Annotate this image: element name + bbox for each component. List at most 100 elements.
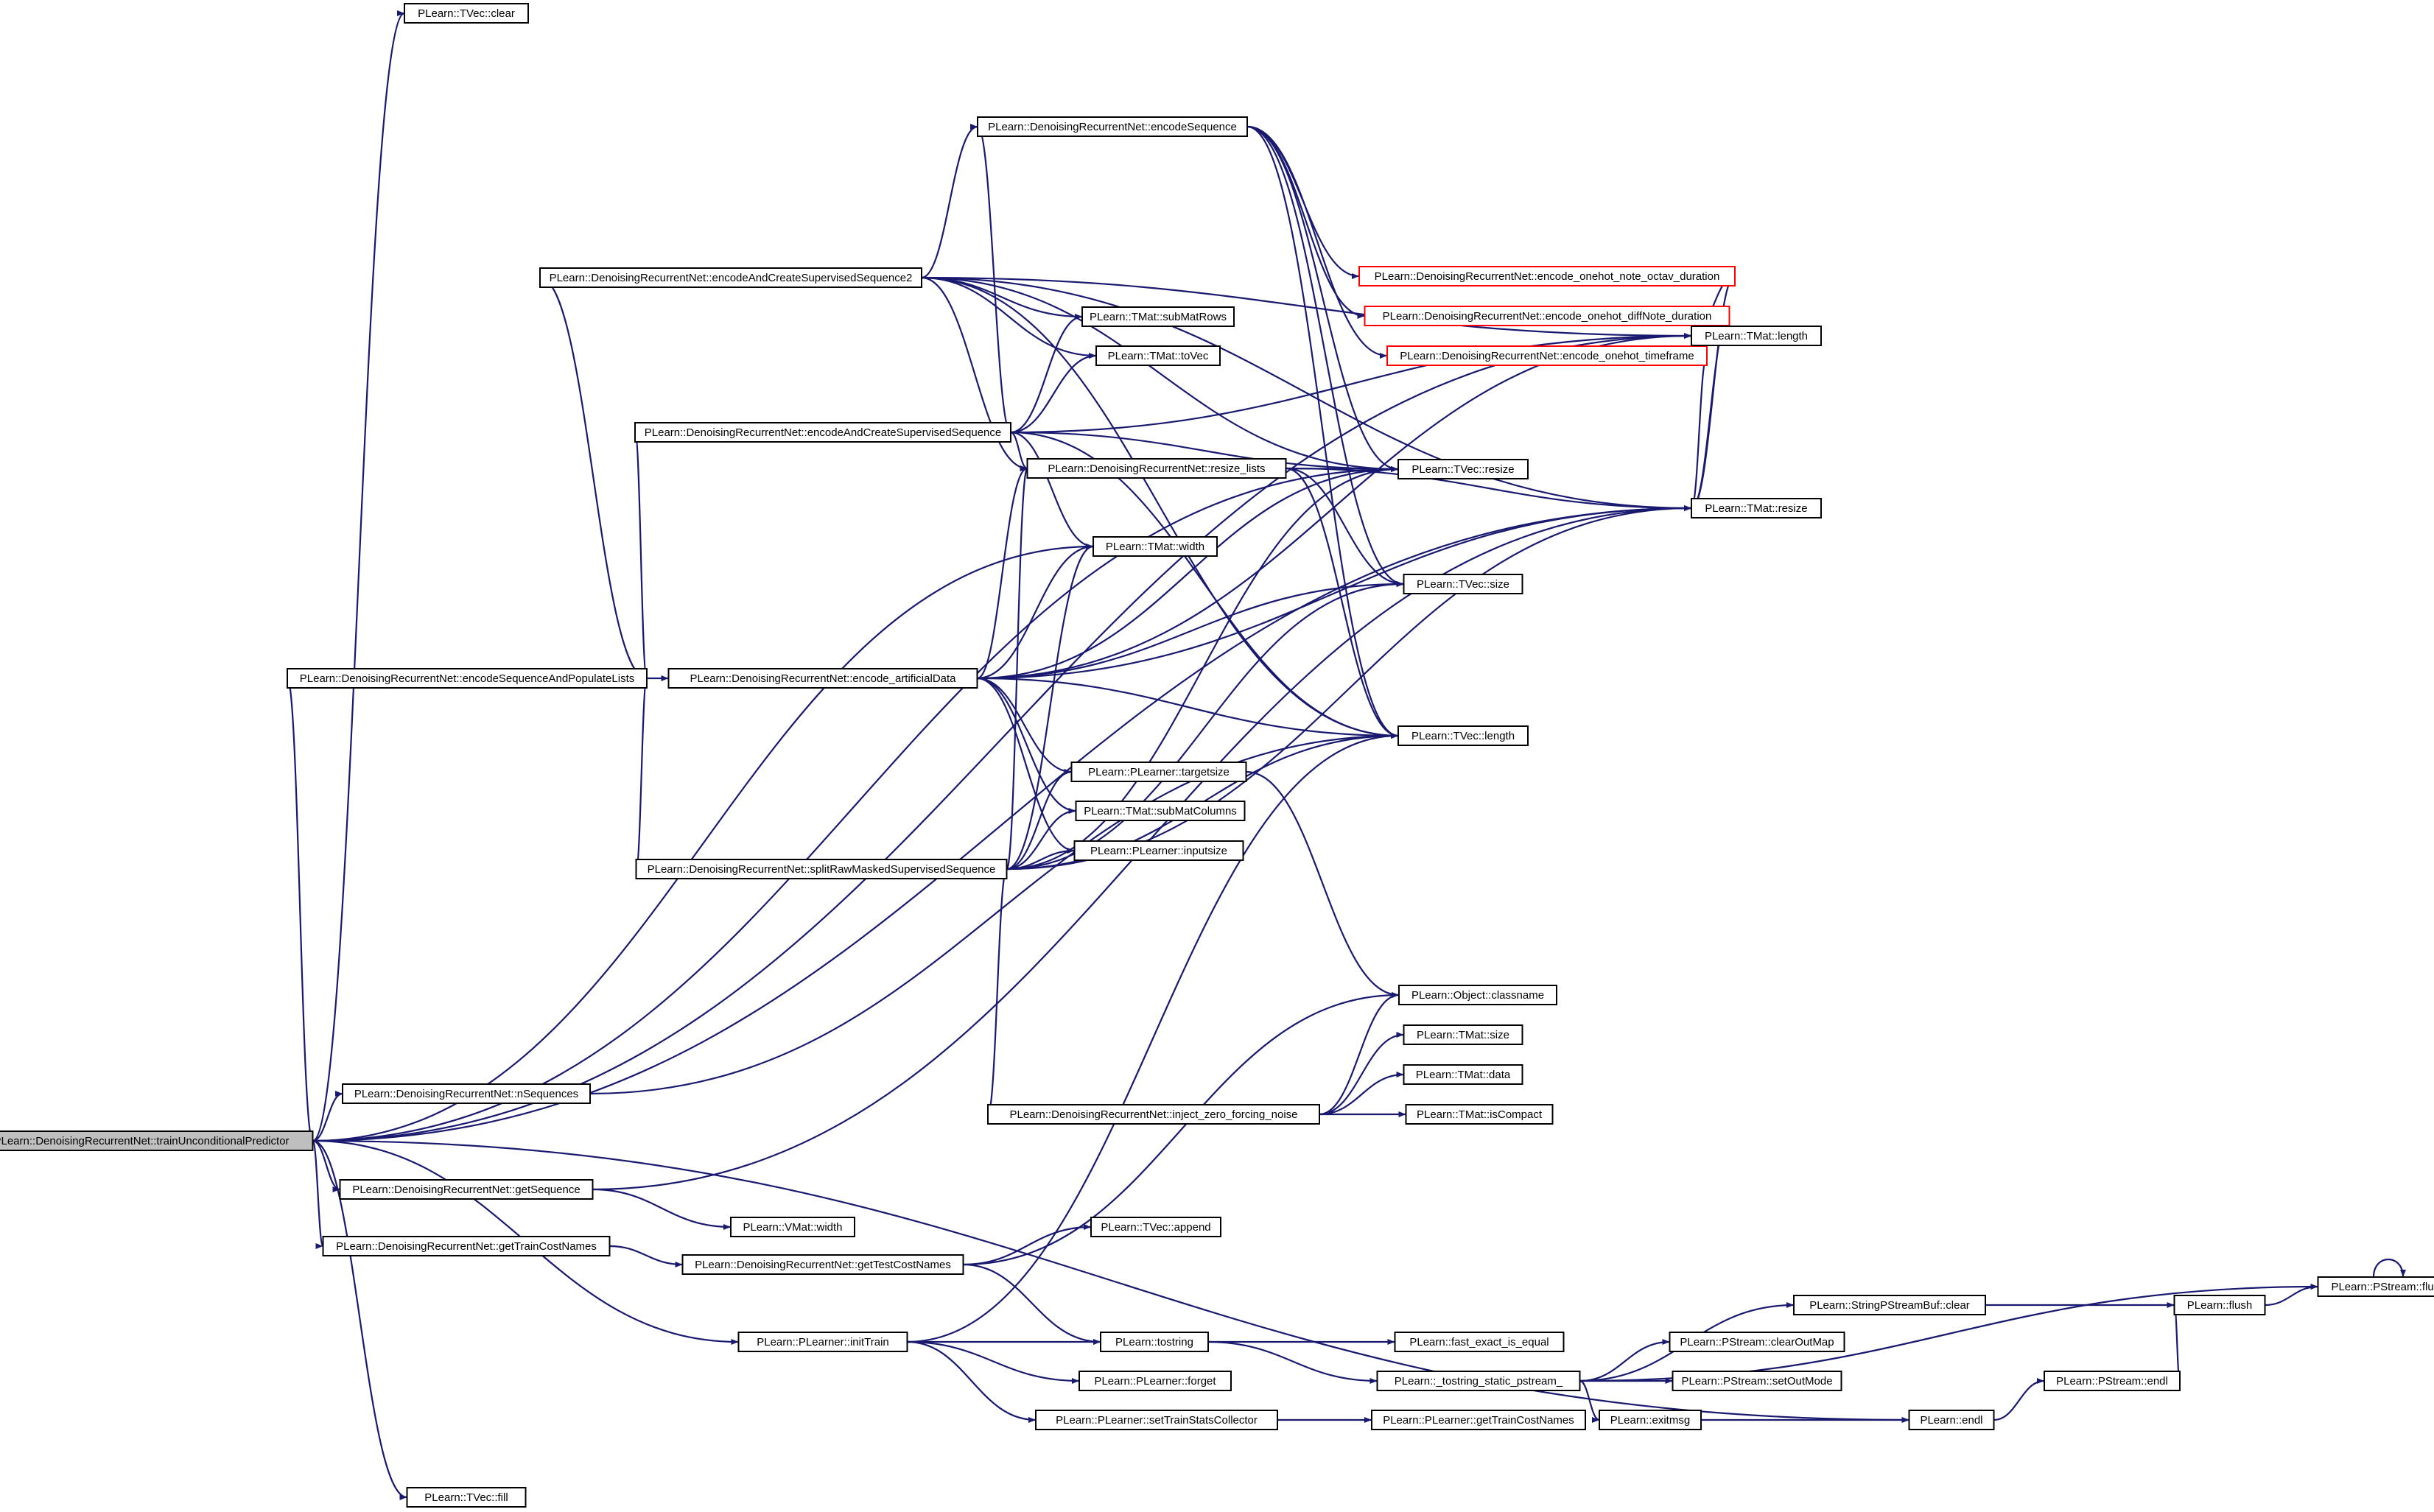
call-edge xyxy=(312,1139,407,1500)
node-box xyxy=(1358,266,1736,286)
call-edge xyxy=(1286,467,1692,511)
call-edge xyxy=(963,992,1400,1266)
node-plearner-gettraincostnames[interactable]: PLearn::PLearner::getTrainCostNames xyxy=(1371,1410,1586,1430)
call-edge xyxy=(1006,544,1094,871)
node-encandcreate[interactable]: PLearn::DenoisingRecurrentNet::encodeAnd… xyxy=(634,422,1011,443)
node-box xyxy=(1073,840,1244,861)
node-tvec-clear[interactable]: PLearn::TVec::clear xyxy=(404,3,529,24)
node-targetsize[interactable]: PLearn::PLearner::targetsize xyxy=(1070,762,1247,782)
call-edge xyxy=(312,1139,324,1249)
node-getsequence[interactable]: PLearn::DenoisingRecurrentNet::getSequen… xyxy=(339,1179,594,1200)
node-box xyxy=(339,1179,594,1200)
node-pstream-endl[interactable]: PLearn::PStream::endl xyxy=(2044,1371,2181,1391)
node-setoutmode[interactable]: PLearn::PStream::setOutMode xyxy=(1672,1371,1842,1391)
node-label: PLearn::TVec::append xyxy=(1101,1221,1210,1234)
node-inputsize[interactable]: PLearn::PLearner::inputsize xyxy=(1073,840,1244,861)
node-box xyxy=(1026,458,1287,479)
call-edge xyxy=(977,466,1399,680)
node-fast-exact[interactable]: PLearn::fast_exact_is_equal xyxy=(1394,1332,1565,1352)
node-label: PLearn::fast_exact_is_equal xyxy=(1409,1336,1549,1349)
call-edge xyxy=(1286,467,1399,739)
node-encandcreate2[interactable]: PLearn::DenoisingRecurrentNet::encodeAnd… xyxy=(539,267,922,288)
node-tvec-fill[interactable]: PLearn::TVec::fill xyxy=(406,1487,527,1508)
node-label: PLearn::TMat::toVec xyxy=(1108,350,1209,362)
call-edge xyxy=(1246,125,1399,472)
node-splitraw[interactable]: PLearn::DenoisingRecurrentNet::splitRawM… xyxy=(635,859,1008,879)
node-onehot-time[interactable]: PLearn::DenoisingRecurrentNet::encode_on… xyxy=(1386,345,1708,366)
call-edge xyxy=(921,276,1692,339)
node-settrainstats[interactable]: PLearn::PLearner::setTrainStatsCollector xyxy=(1035,1410,1278,1430)
node-tvec-length[interactable]: PLearn::TVec::length xyxy=(1397,725,1529,746)
node-tvec-append[interactable]: PLearn::TVec::append xyxy=(1090,1217,1221,1237)
call-edge xyxy=(312,1139,1909,1423)
node-label: PLearn::Object::classname xyxy=(1411,989,1544,1002)
node-gettraincostnames[interactable]: PLearn::DenoisingRecurrentNet::getTrainC… xyxy=(322,1236,611,1256)
call-edge xyxy=(921,276,1692,511)
node-tvec-size[interactable]: PLearn::TVec::size xyxy=(1403,574,1523,594)
node-box xyxy=(667,668,978,689)
node-label: PLearn::TVec::resize xyxy=(1411,463,1514,476)
node-root[interactable]: PLearn::DenoisingRecurrentNet::trainUnco… xyxy=(0,1131,314,1151)
node-tmat-width[interactable]: PLearn::TMat::width xyxy=(1093,536,1218,557)
node-onehot-octav[interactable]: PLearn::DenoisingRecurrentNet::encode_on… xyxy=(1358,266,1736,286)
node-resize-lists[interactable]: PLearn::DenoisingRecurrentNet::resize_li… xyxy=(1026,458,1287,479)
call-edge xyxy=(921,276,1399,472)
node-encodesequence[interactable]: PLearn::DenoisingRecurrentNet::encodeSeq… xyxy=(977,116,1248,137)
node-box xyxy=(1035,1410,1278,1430)
node-clearoutmap[interactable]: PLearn::PStream::clearOutMap xyxy=(1669,1332,1845,1352)
call-edge xyxy=(1006,465,1028,871)
node-injectnoise[interactable]: PLearn::DenoisingRecurrentNet::inject_ze… xyxy=(987,1104,1320,1125)
node-gettestcostnames[interactable]: PLearn::DenoisingRecurrentNet::getTestCo… xyxy=(681,1254,964,1275)
node-encartificial[interactable]: PLearn::DenoisingRecurrentNet::encode_ar… xyxy=(667,668,978,689)
node-submatcolumns[interactable]: PLearn::TMat::subMatColumns xyxy=(1075,801,1246,821)
node-nsequences[interactable]: PLearn::DenoisingRecurrentNet::nSequence… xyxy=(342,1083,591,1104)
node-endl[interactable]: PLearn::endl xyxy=(1908,1410,1995,1430)
node-box xyxy=(1397,459,1529,479)
node-vmat-width[interactable]: PLearn::VMat::width xyxy=(730,1217,855,1237)
node-tmat-tovec[interactable]: PLearn::TMat::toVec xyxy=(1095,345,1221,366)
node-box xyxy=(1070,762,1247,782)
node-box xyxy=(2044,1371,2181,1391)
call-edge xyxy=(977,544,1094,680)
node-box xyxy=(730,1217,855,1237)
node-encseqpop[interactable]: PLearn::DenoisingRecurrentNet::encodeSeq… xyxy=(287,668,648,689)
node-exitmsg[interactable]: PLearn::exitmsg xyxy=(1599,1410,1702,1430)
node-tmat-submatrows[interactable]: PLearn::TMat::subMatRows xyxy=(1081,306,1235,327)
node-label: PLearn::endl xyxy=(1920,1414,1982,1427)
node-box xyxy=(0,1131,314,1151)
node-box xyxy=(1095,345,1221,366)
node-forget[interactable]: PLearn::PLearner::forget xyxy=(1079,1371,1232,1391)
node-tmat-length[interactable]: PLearn::TMat::length xyxy=(1691,326,1822,346)
node-iscompact[interactable]: PLearn::TMat::isCompact xyxy=(1405,1104,1554,1125)
node-pstream-flush[interactable]: PLearn::PStream::flush xyxy=(2317,1276,2434,1297)
node-label: PLearn::DenoisingRecurrentNet::getTestCo… xyxy=(695,1259,951,1271)
call-edge xyxy=(921,124,978,279)
node-tvec-resize[interactable]: PLearn::TVec::resize xyxy=(1397,459,1529,479)
call-edge xyxy=(1579,1379,1600,1423)
node-label: PLearn::PStream::clearOutMap xyxy=(1680,1336,1834,1349)
node-box xyxy=(1079,1371,1232,1391)
node-box xyxy=(404,3,529,24)
node-label: PLearn::DenoisingRecurrentNet::nSequence… xyxy=(354,1088,578,1100)
node-tmat-data[interactable]: PLearn::TMat::data xyxy=(1403,1064,1523,1085)
node-tmat-resize[interactable]: PLearn::TMat::resize xyxy=(1691,498,1822,518)
call-edge xyxy=(1286,467,1404,587)
call-edge xyxy=(1246,125,1404,587)
node-label: PLearn::TVec::size xyxy=(1417,578,1509,591)
call-edge xyxy=(977,505,1692,680)
call-edge xyxy=(1207,1340,1378,1384)
call-edge xyxy=(963,1263,1101,1345)
node-classname[interactable]: PLearn::Object::classname xyxy=(1398,985,1557,1005)
node-label: PLearn::PLearner::targetsize xyxy=(1088,766,1230,778)
node-inittrain[interactable]: PLearn::PLearner::initTrain xyxy=(737,1332,908,1352)
call-edge xyxy=(312,1091,343,1142)
node-tmat-size[interactable]: PLearn::TMat::size xyxy=(1403,1024,1523,1045)
node-tostring-static[interactable]: PLearn::_tostring_static_pstream_ xyxy=(1376,1371,1581,1391)
call-edge xyxy=(977,465,1028,680)
node-onehot-diff[interactable]: PLearn::DenoisingRecurrentNet::encode_on… xyxy=(1364,306,1730,326)
call-edge xyxy=(539,275,648,680)
node-flush[interactable]: PLearn::flush xyxy=(2173,1295,2266,1315)
node-label: PLearn::TMat::subMatRows xyxy=(1090,311,1227,323)
node-strbuf-clear[interactable]: PLearn::StringPStreamBuf::clear xyxy=(1793,1295,1986,1315)
node-tostring[interactable]: PLearn::tostring xyxy=(1100,1332,1209,1352)
